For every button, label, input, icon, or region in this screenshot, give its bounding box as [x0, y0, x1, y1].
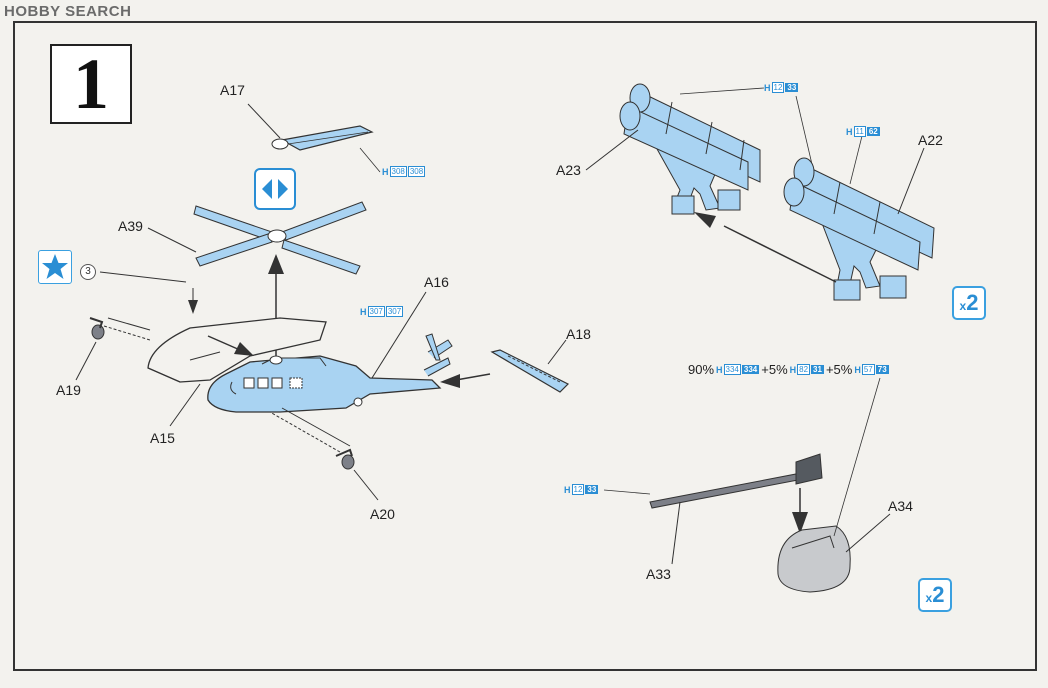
paint-code: 12 [571, 484, 585, 495]
mix-percent-2: +5% [761, 362, 788, 377]
stabilizer-a18 [490, 349, 570, 393]
callout-a18: A18 [566, 326, 591, 342]
callout-a23: A23 [556, 162, 581, 178]
callout-a39: A39 [118, 218, 143, 234]
paint-code: 307 [385, 306, 404, 317]
paint-h: H [360, 306, 367, 317]
quantity-value: 2 [932, 582, 945, 607]
paint-code: 334 [723, 364, 741, 375]
callout-a16: A16 [424, 274, 449, 290]
callout-a33: A33 [646, 566, 671, 582]
paint-code: 33 [785, 83, 799, 92]
paint-code: 334 [741, 365, 760, 374]
callout-a15: A15 [150, 430, 175, 446]
paint-code: 307 [367, 306, 385, 317]
assembly-rotate-icon [254, 168, 296, 210]
quantity-badge-turret: x2 [918, 578, 952, 612]
launcher-a23 [619, 83, 761, 215]
paint-code: 308 [389, 166, 407, 177]
step-number: 1 [50, 44, 132, 124]
callout-a34: A34 [888, 498, 913, 514]
watermark: HOBBY SEARCH [4, 3, 132, 20]
paint-ref-rotor: H 308 308 [382, 166, 426, 177]
tail-rotor-a17 [271, 125, 374, 151]
paint-code: 308 [407, 166, 426, 177]
cement-number: 3 [85, 266, 91, 277]
quantity-badge-launcher: x2 [952, 286, 986, 320]
paint-code: 12 [771, 82, 785, 93]
paint-code: 62 [866, 127, 880, 136]
paint-h: H [846, 126, 853, 137]
mix-ref-1: H 334 334 [716, 364, 760, 375]
paint-ref-fuselage: H 307 307 [360, 306, 404, 317]
part-a19 [89, 317, 105, 340]
paint-code: 33 [585, 485, 599, 494]
paint-code: 31 [811, 365, 824, 374]
main-rotor-a39 [193, 201, 367, 275]
launcher-a22 [783, 157, 935, 301]
mix-percent-3: +5% [825, 362, 853, 377]
paint-ref-barrel: H 12 33 [564, 484, 599, 495]
mix-ref-2: H 82 31 [789, 364, 824, 375]
callout-a17: A17 [220, 82, 245, 98]
paint-mix-formula: 90% H 334 334 +5% H 82 31 +5% H 57 73 [688, 362, 889, 377]
paint-code: 82 [797, 364, 811, 375]
callout-a20: A20 [370, 506, 395, 522]
callout-a22: A22 [918, 132, 943, 148]
mix-percent-1: 90% [688, 362, 715, 377]
paint-ref-launcher-a23: H 12 33 [764, 82, 799, 93]
turret-a34 [777, 525, 851, 593]
paint-h: H [564, 484, 571, 495]
paint-ref-launcher-a22: H 11 62 [846, 126, 880, 137]
page-border [13, 21, 1037, 671]
cement-note: 3 [80, 264, 96, 280]
paint-code: 73 [875, 365, 889, 374]
callout-a19: A19 [56, 382, 81, 398]
paint-h: H [382, 166, 389, 177]
quantity-value: 2 [966, 290, 979, 315]
star-icon [38, 250, 72, 284]
paint-code: 11 [853, 126, 866, 137]
part-a20 [335, 448, 355, 470]
barrel-a33 [649, 453, 823, 509]
paint-h: H [764, 82, 771, 93]
mix-ref-3: H 57 73 [854, 364, 889, 375]
paint-code: 57 [861, 364, 875, 375]
fuselage-a16 [207, 333, 453, 413]
